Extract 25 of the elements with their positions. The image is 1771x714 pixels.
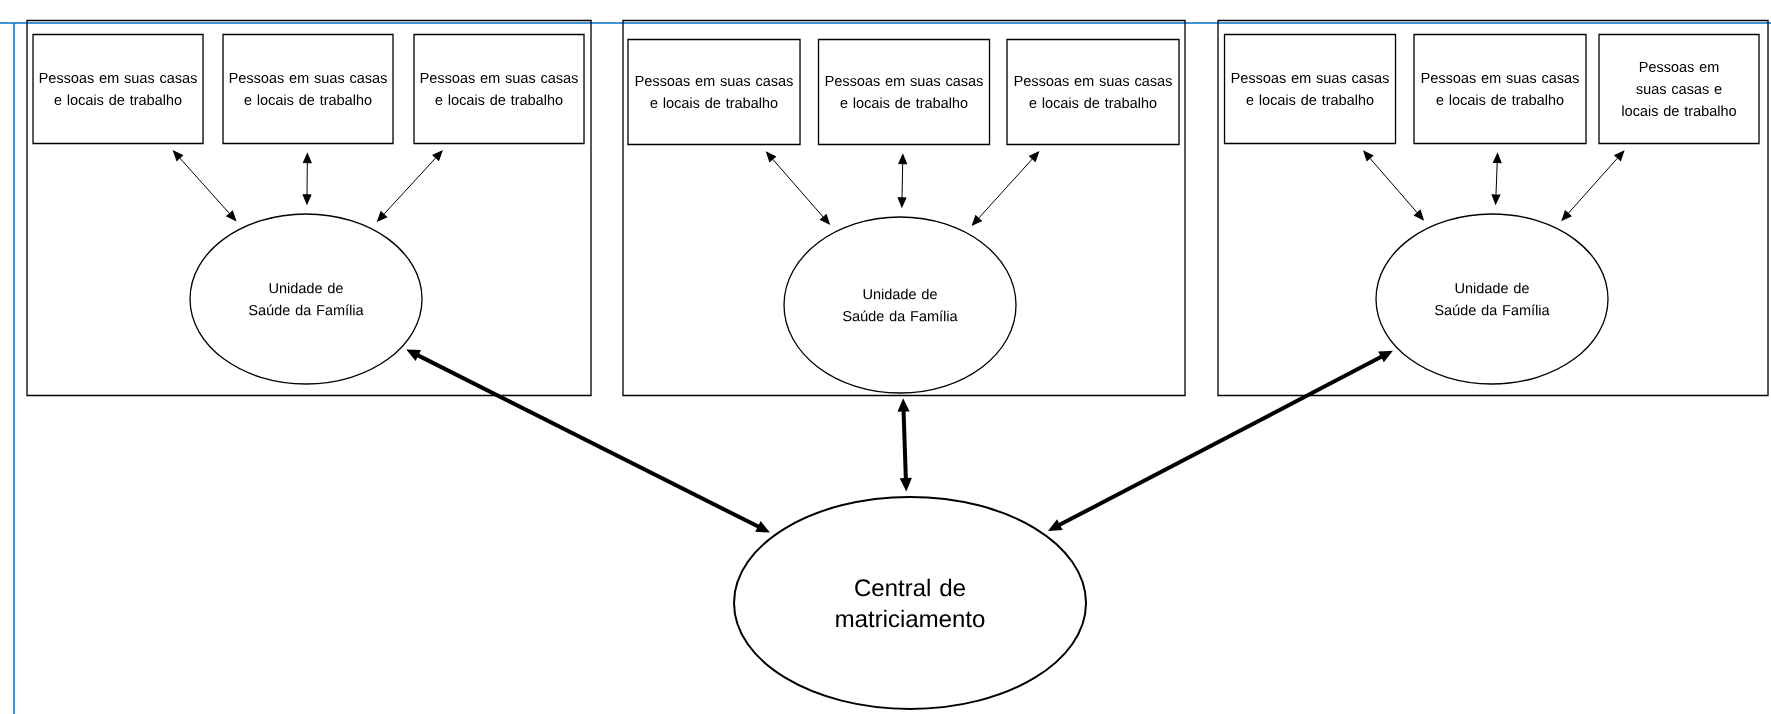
panel-frame — [622, 19, 1186, 397]
ellipse-node: Unidade de Saúde da Família — [189, 213, 423, 385]
text-box: Pessoas em suas casas e locais de trabalho — [1006, 38, 1180, 146]
arrow — [377, 150, 443, 222]
arrow — [1363, 150, 1424, 221]
arrow — [173, 150, 237, 221]
ellipse-node: Unidade de Saúde da Família — [1375, 213, 1609, 385]
arrow — [302, 152, 312, 205]
ellipse-node: Central de matriciamento — [733, 496, 1087, 710]
arrow — [1491, 152, 1502, 205]
text-box: Pessoas em suas casas e locais de trabalho — [32, 33, 204, 145]
text-box: Pessoas em suas casas e locais de trabalho — [1413, 33, 1587, 145]
text-box: Pessoas em suas casas e locais de trabalho — [817, 38, 991, 146]
arrow — [766, 151, 830, 225]
text-box: Pessoas em suas casas e locais de trabalho — [1223, 33, 1397, 145]
arrow — [1561, 150, 1625, 221]
text-box: Pessoas em suas casas e locais de trabalho — [413, 33, 585, 145]
arrow — [971, 151, 1040, 226]
text-box: Pessoas em suas casas e locais de trabalho — [222, 33, 394, 145]
panel-frame — [26, 19, 592, 397]
arrow — [897, 153, 908, 208]
panel-frame — [1217, 19, 1769, 397]
text-box: Pessoas em suas casas e locais de trabalho — [1598, 33, 1760, 145]
text-box: Pessoas em suas casas e locais de trabalho — [627, 38, 801, 146]
ellipse-node: Unidade de Saúde da Família — [783, 216, 1017, 394]
